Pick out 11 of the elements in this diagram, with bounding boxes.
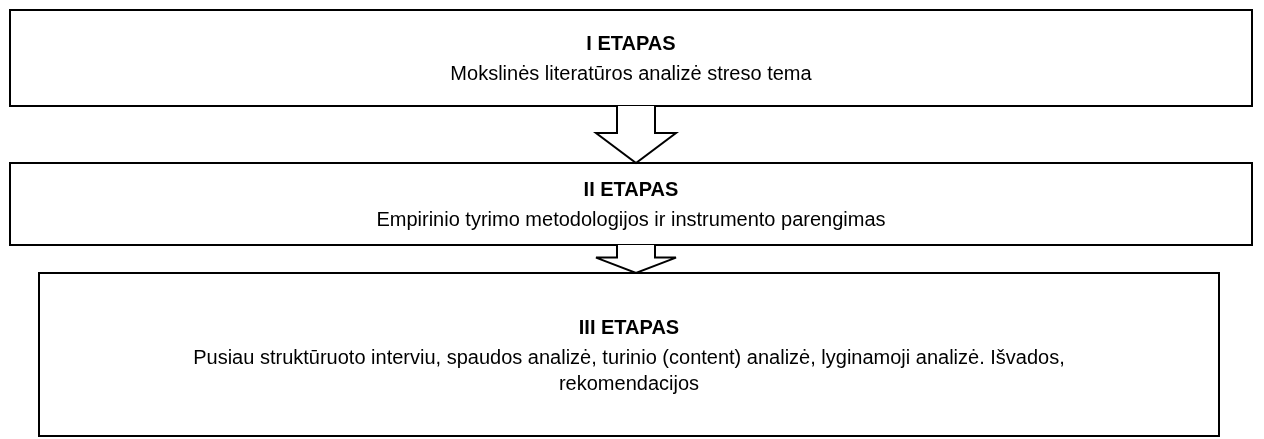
stage-description: Mokslinės literatūros analizė streso tema <box>450 61 812 86</box>
stage-heading: II ETAPAS <box>583 177 679 202</box>
stage-box <box>38 272 1220 437</box>
stage-description: Empirinio tyrimo metodologijos ir instrumento parengimas <box>376 207 886 232</box>
stage-heading: III ETAPAS <box>578 314 680 340</box>
block-arrow <box>595 244 677 275</box>
stage-heading: I ETAPAS <box>586 31 676 56</box>
block-arrow <box>593 105 679 165</box>
stage-box <box>9 162 1253 246</box>
stage-box <box>9 9 1253 107</box>
stage-description: Pusiau struktūruoto interviu, spaudos analizė, turinio (content) analizė, lyginamoji analizė. Išvados, rekomendacijos <box>192 344 1066 396</box>
